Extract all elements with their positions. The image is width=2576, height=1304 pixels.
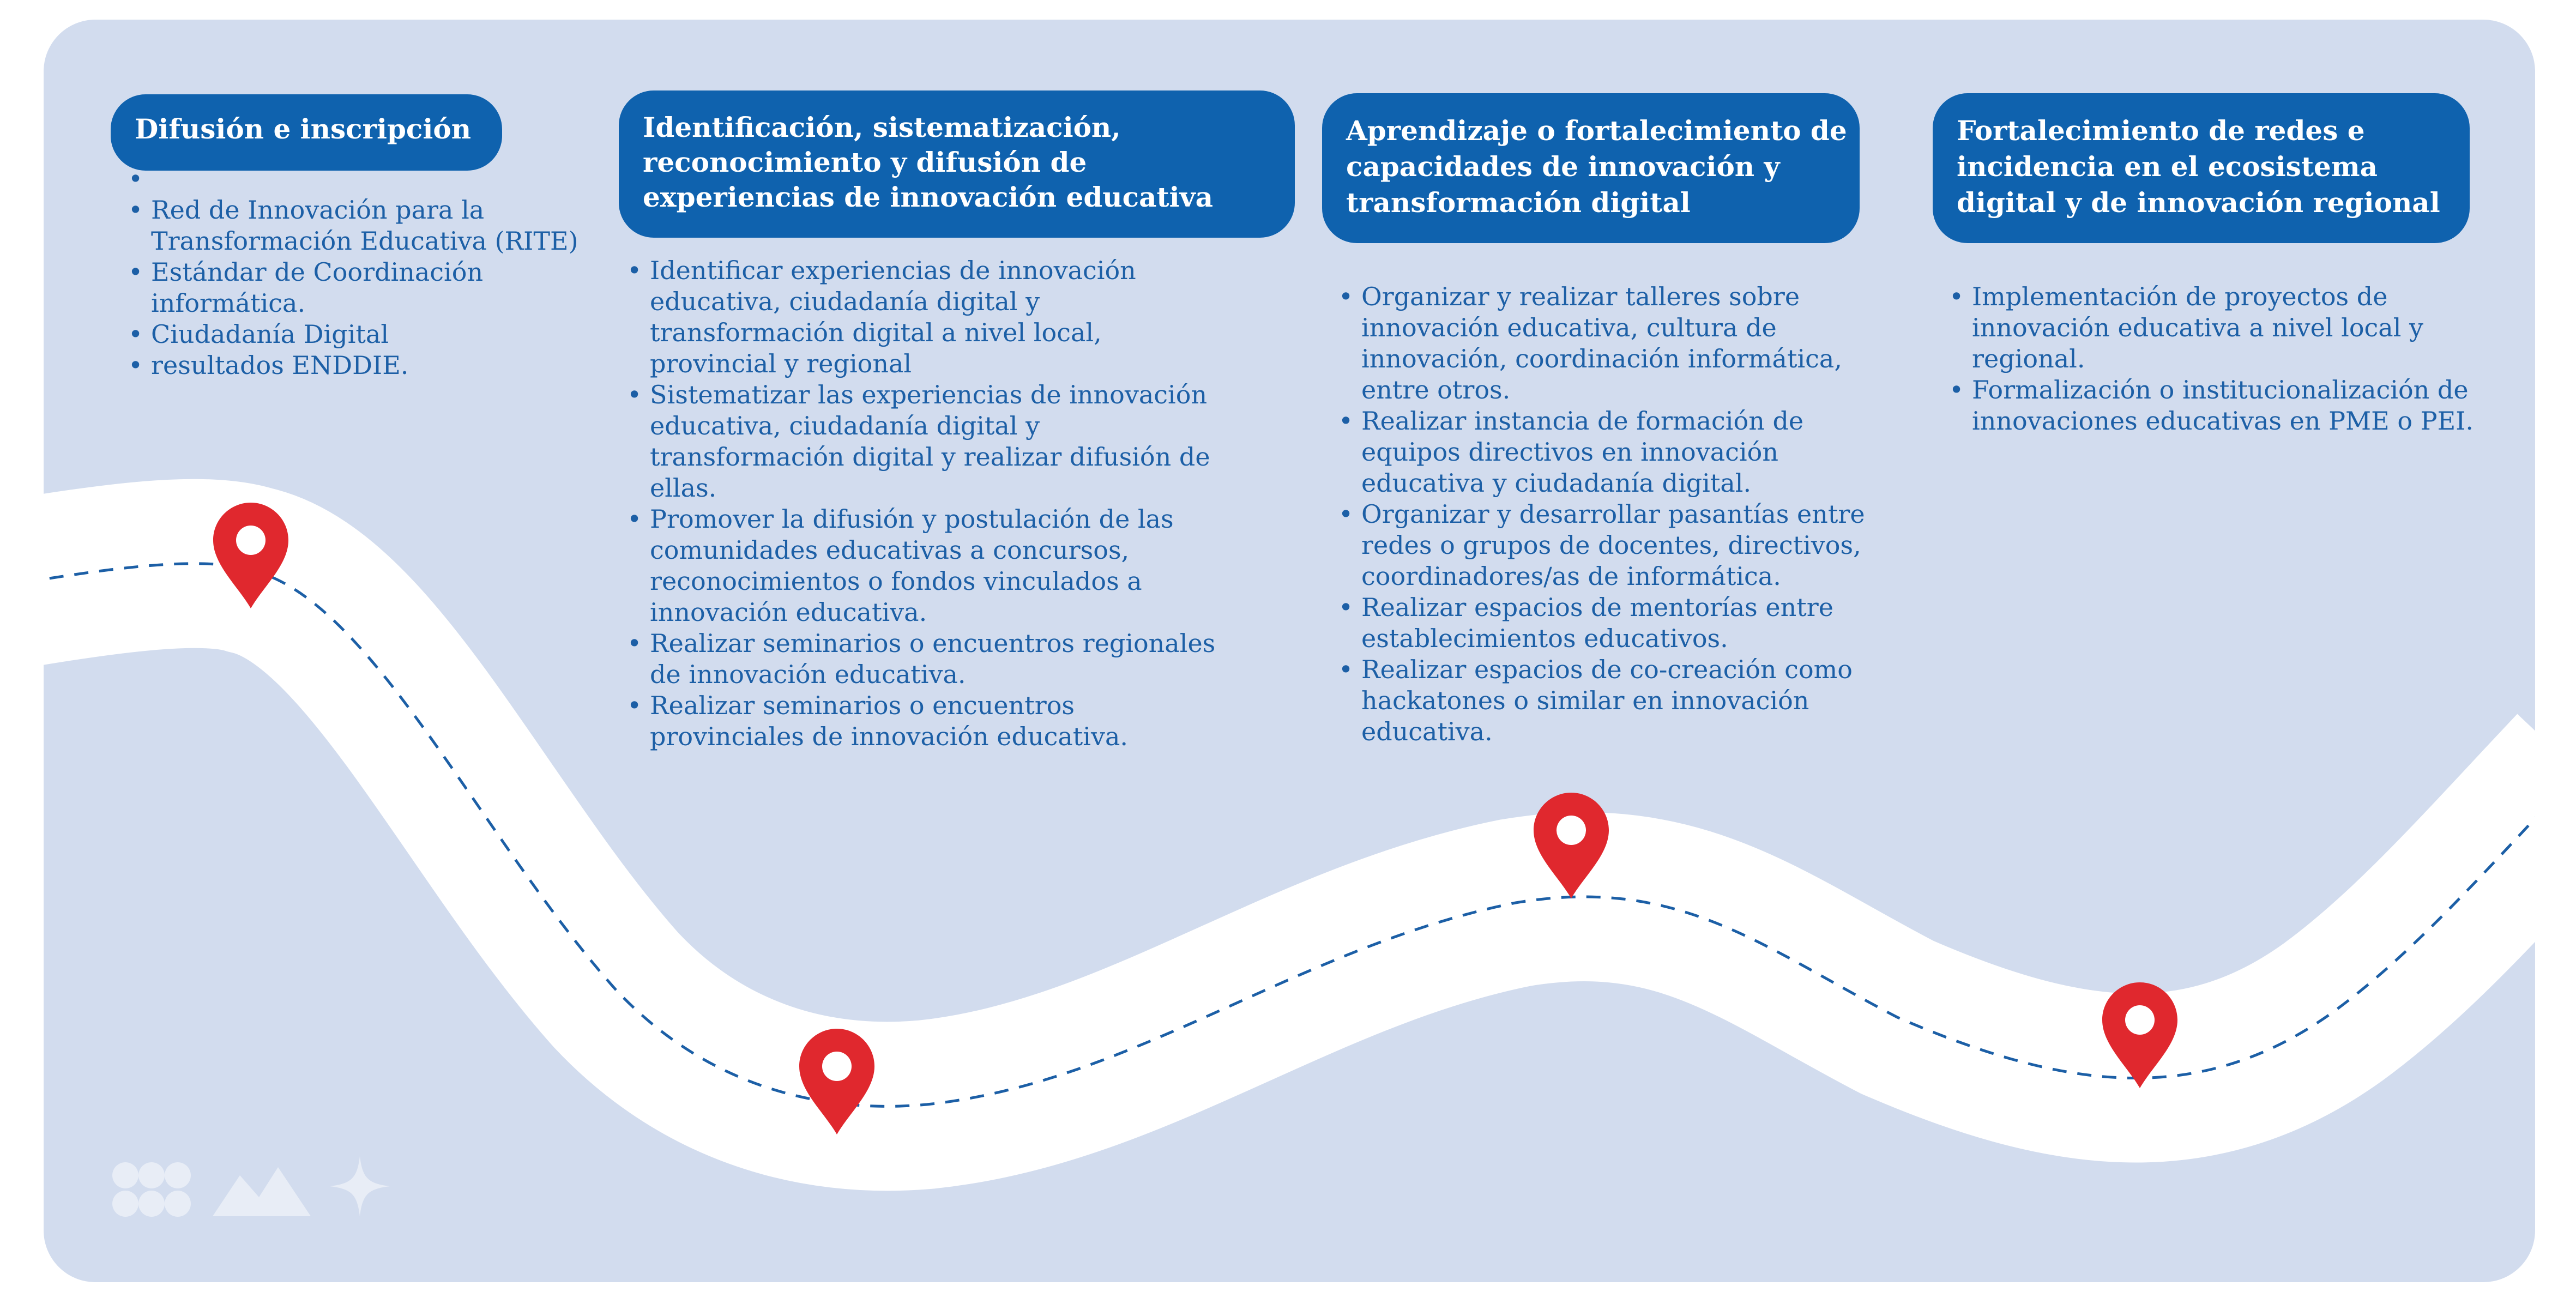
phase-2-heading-line: Identificación, sistematización, (643, 111, 1121, 143)
phase-3-heading-line: Aprendizaje o fortalecimiento de (1346, 114, 1847, 147)
road-band (44, 479, 2535, 1191)
phase-2-item: Realizar seminarios o encuentros regiona… (627, 628, 1232, 690)
phase-1-heading: Difusión e inscripción (111, 94, 502, 171)
brand-decoration-icon (112, 1156, 390, 1217)
phase-2-item: Promover la difusión y postulación de la… (627, 504, 1232, 628)
roadmap-road (44, 479, 2535, 1191)
map-pin-phase-3-icon (1534, 793, 1609, 898)
phase-1-item (128, 164, 608, 195)
map-pin-phase-4-icon (2102, 982, 2177, 1088)
phase-3-item: Organizar y desarrollar pasantías entre … (1338, 499, 1884, 592)
phase-3-list: Organizar y realizar talleres sobre inno… (1338, 281, 1884, 747)
phase-1-list: Red de Innovación para la Transformación… (128, 164, 608, 381)
phase-4-heading-line: Fortalecimiento de redes e (1957, 114, 2365, 147)
phase-3-heading: Aprendizaje o fortalecimiento de capacid… (1322, 93, 1860, 243)
phase-4-list: Implementación de proyectos de innovació… (1949, 281, 2500, 437)
phase-1-item: Ciudadanía Digital (128, 319, 608, 350)
phase-4-heading-line: incidencia en el ecosistema (1957, 150, 2378, 183)
phase-2-item: Identificar experiencias de innovación e… (627, 255, 1232, 379)
phase-4-heading: Fortalecimiento de redes e incidencia en… (1933, 93, 2470, 243)
map-pin-phase-2-icon (799, 1029, 874, 1134)
phase-1-heading-line: Difusión e inscripción (135, 113, 472, 145)
phase-2-heading-line: reconocimiento y difusión de (643, 146, 1087, 178)
map-pin-phase-1-icon (213, 503, 288, 608)
phase-2-heading-line: experiencias de innovación educativa (643, 181, 1214, 213)
phase-3-heading-line: capacidades de innovación y (1346, 150, 1780, 183)
phase-3-item: Realizar espacios de co-creación como ha… (1338, 654, 1884, 747)
phase-1-item: Estándar de Coordinación informática. (128, 257, 608, 319)
phase-4-item: Formalización o institucionalización de … (1949, 375, 2500, 437)
phase-2-heading: Identificación, sistematización, reconoc… (619, 90, 1295, 238)
phase-3-heading-line: transformación digital (1346, 186, 1691, 219)
roadmap-panel: Difusión e inscripción Red de Innovación… (44, 20, 2535, 1282)
phase-3-item: Realizar espacios de mentorías entre est… (1338, 592, 1884, 654)
phase-1-item: Red de Innovación para la Transformación… (128, 195, 608, 257)
phase-2-item: Realizar seminarios o encuentros provinc… (627, 690, 1232, 752)
phase-2-list: Identificar experiencias de innovación e… (627, 255, 1232, 752)
phase-4-heading-line: digital y de innovación regional (1957, 186, 2440, 219)
phase-1-item: resultados ENDDIE. (128, 350, 608, 381)
phase-3-item: Organizar y realizar talleres sobre inno… (1338, 281, 1884, 406)
phase-3-item: Realizar instancia de formación de equip… (1338, 406, 1884, 499)
phase-4-item: Implementación de proyectos de innovació… (1949, 281, 2500, 375)
phase-2-item: Sistematizar las experiencias de innovac… (627, 379, 1232, 504)
